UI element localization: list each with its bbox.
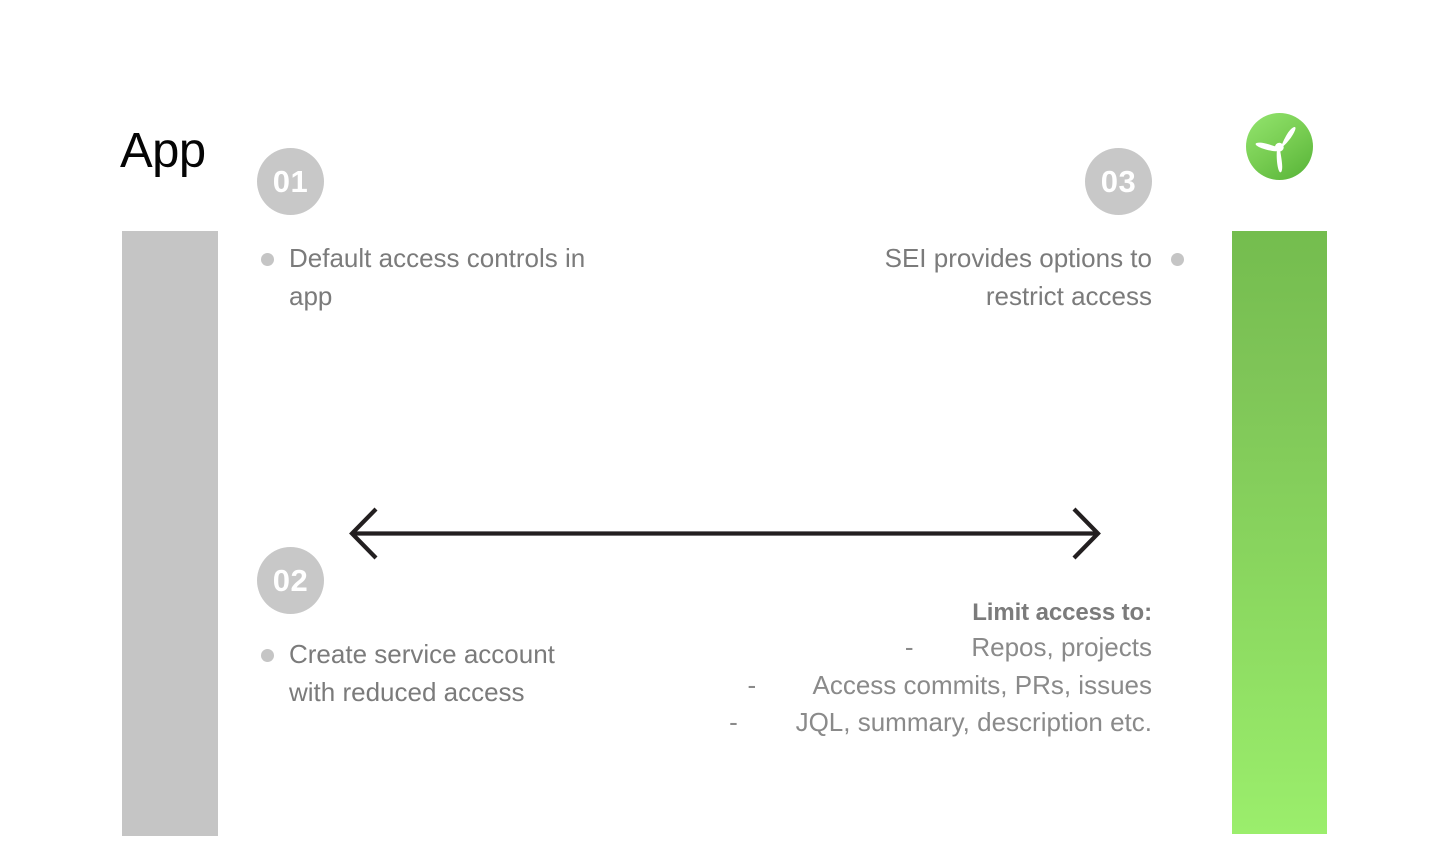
limit-access-item: - JQL, summary, description etc.: [729, 707, 1152, 737]
bullet-dot-01: [261, 253, 274, 266]
left-gray-bar: [122, 231, 218, 836]
page-title: App: [120, 124, 206, 178]
limit-access-heading: Limit access to:: [972, 599, 1152, 626]
limit-access-block: Limit access to: - Repos, projects - Acc…: [512, 596, 1152, 742]
step-text-01: Default access controls in app: [289, 243, 586, 311]
bullet-dot-02: [261, 649, 274, 662]
bullet-dot-03: [1171, 253, 1184, 266]
step-text-02: Create service account with reduced acce…: [289, 639, 555, 707]
step-badge-01: 01: [257, 148, 324, 215]
step-badge-02: 02: [257, 547, 324, 614]
limit-access-item: - Access commits, PRs, issues: [747, 669, 1152, 700]
double-headed-arrow: [340, 495, 1110, 575]
step-text-03: SEI provides options to restrict access: [884, 243, 1152, 311]
propeller-logo: [1245, 112, 1314, 181]
right-green-bar: [1232, 231, 1327, 834]
limit-access-item: - Repos, projects: [904, 632, 1152, 662]
step-badge-03: 03: [1085, 148, 1152, 215]
